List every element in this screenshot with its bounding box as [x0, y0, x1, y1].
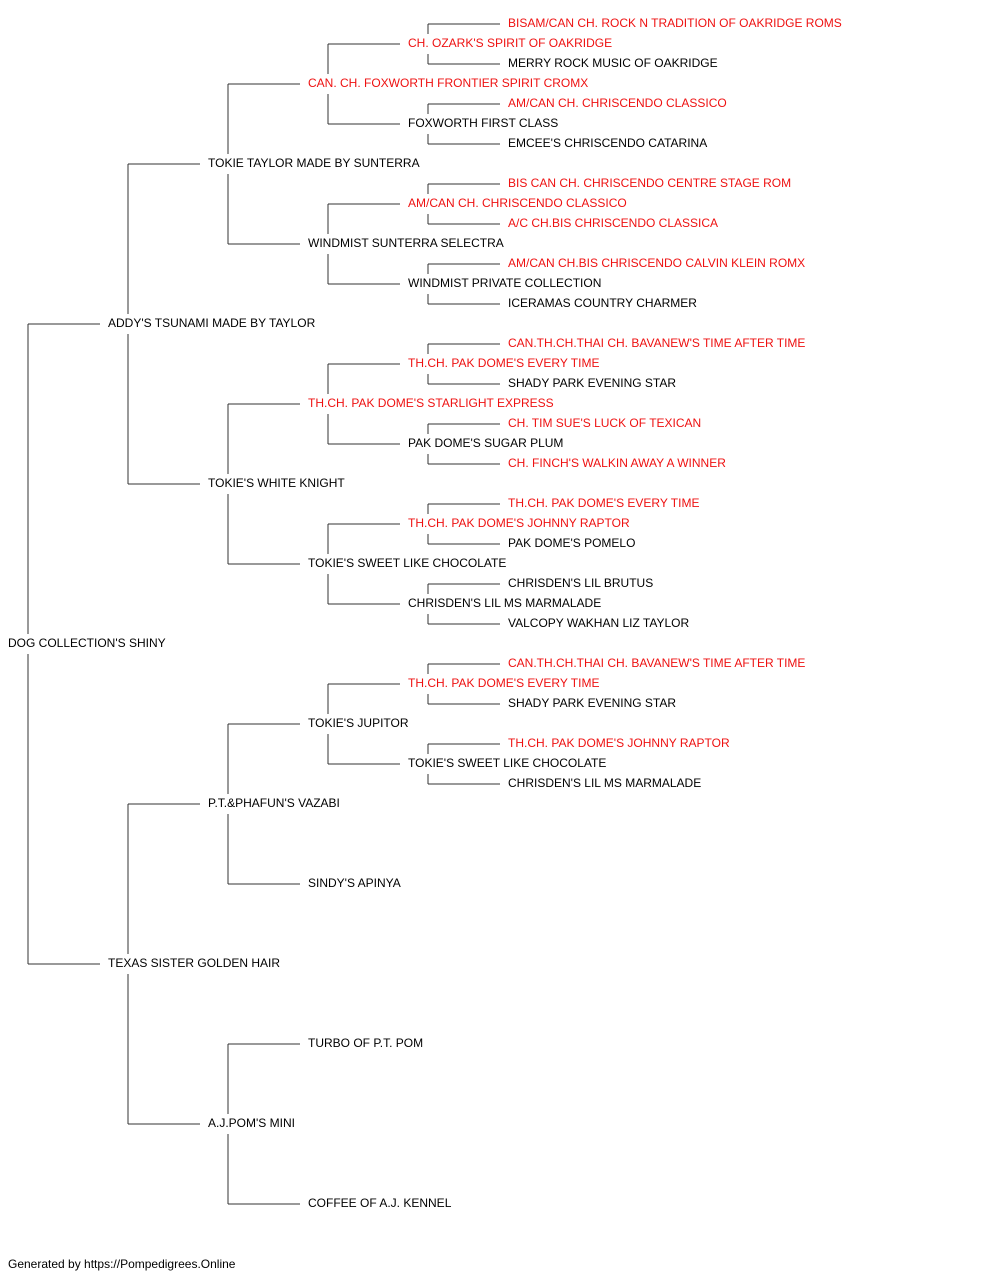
sire-tokie-taylor-made-by-sunterra: TOKIE TAYLOR MADE BY SUNTERRA — [208, 156, 420, 170]
sire-can-th-ch-thai-ch-bavanew-s-time-after-time: CAN.TH.CH.THAI CH. BAVANEW'S TIME AFTER … — [508, 336, 805, 350]
dam-a-c-ch-bis-chriscendo-classica: A/C CH.BIS CHRISCENDO CLASSICA — [508, 216, 718, 230]
dam-shady-park-evening-star: SHADY PARK EVENING STAR — [508, 696, 676, 710]
dog-dog-collection-s-shiny: DOG COLLECTION'S SHINY — [8, 636, 166, 650]
dam-emcee-s-chriscendo-catarina: EMCEE'S CHRISCENDO CATARINA — [508, 136, 707, 150]
dam-ch-finch-s-walkin-away-a-winner: CH. FINCH'S WALKIN AWAY A WINNER — [508, 456, 726, 470]
dam-pak-dome-s-pomelo: PAK DOME'S POMELO — [508, 536, 635, 550]
dam-merry-rock-music-of-oakridge: MERRY ROCK MUSIC OF OAKRIDGE — [508, 56, 718, 70]
dam-tokie-s-sweet-like-chocolate: TOKIE'S SWEET LIKE CHOCOLATE — [308, 556, 506, 570]
sire-am-can-ch-chriscendo-classico: AM/CAN CH. CHRISCENDO CLASSICO — [408, 196, 627, 210]
sire-th-ch-pak-dome-s-johnny-raptor: TH.CH. PAK DOME'S JOHNNY RAPTOR — [408, 516, 630, 530]
sire-th-ch-pak-dome-s-every-time: TH.CH. PAK DOME'S EVERY TIME — [408, 676, 599, 690]
dam-foxworth-first-class: FOXWORTH FIRST CLASS — [408, 116, 558, 130]
dam-texas-sister-golden-hair: TEXAS SISTER GOLDEN HAIR — [108, 956, 280, 970]
dam-sindy-s-apinya: SINDY'S APINYA — [308, 876, 401, 890]
dam-tokie-s-white-knight: TOKIE'S WHITE KNIGHT — [208, 476, 345, 490]
dam-chrisden-s-lil-ms-marmalade: CHRISDEN'S LIL MS MARMALADE — [408, 596, 601, 610]
sire-ch-ozark-s-spirit-of-oakridge: CH. OZARK'S SPIRIT OF OAKRIDGE — [408, 36, 612, 50]
dam-windmist-private-collection: WINDMIST PRIVATE COLLECTION — [408, 276, 601, 290]
sire-bisam-can-ch-rock-n-tradition-of-oakridge-roms: BISAM/CAN CH. ROCK N TRADITION OF OAKRID… — [508, 16, 842, 30]
sire-p-t-phafun-s-vazabi: P.T.&PHAFUN'S VAZABI — [208, 796, 340, 810]
dam-tokie-s-sweet-like-chocolate: TOKIE'S SWEET LIKE CHOCOLATE — [408, 756, 606, 770]
dam-chrisden-s-lil-ms-marmalade: CHRISDEN'S LIL MS MARMALADE — [508, 776, 701, 790]
dam-iceramas-country-charmer: ICERAMAS COUNTRY CHARMER — [508, 296, 697, 310]
sire-th-ch-pak-dome-s-johnny-raptor: TH.CH. PAK DOME'S JOHNNY RAPTOR — [508, 736, 730, 750]
dam-a-j-pom-s-mini: A.J.POM'S MINI — [208, 1116, 295, 1130]
sire-bis-can-ch-chriscendo-centre-stage-rom: BIS CAN CH. CHRISCENDO CENTRE STAGE ROM — [508, 176, 791, 190]
dam-coffee-of-a-j-kennel: COFFEE OF A.J. KENNEL — [308, 1196, 452, 1210]
sire-turbo-of-p-t-pom: TURBO OF P.T. POM — [308, 1036, 423, 1050]
sire-chrisden-s-lil-brutus: CHRISDEN'S LIL BRUTUS — [508, 576, 653, 590]
sire-can-th-ch-thai-ch-bavanew-s-time-after-time: CAN.TH.CH.THAI CH. BAVANEW'S TIME AFTER … — [508, 656, 805, 670]
sire-th-ch-pak-dome-s-every-time: TH.CH. PAK DOME'S EVERY TIME — [508, 496, 699, 510]
sire-ch-tim-sue-s-luck-of-texican: CH. TIM SUE'S LUCK OF TEXICAN — [508, 416, 701, 430]
sire-th-ch-pak-dome-s-every-time: TH.CH. PAK DOME'S EVERY TIME — [408, 356, 599, 370]
dam-pak-dome-s-sugar-plum: PAK DOME'S SUGAR PLUM — [408, 436, 563, 450]
sire-am-can-ch-bis-chriscendo-calvin-klein-romx: AM/CAN CH.BIS CHRISCENDO CALVIN KLEIN RO… — [508, 256, 805, 270]
dam-windmist-sunterra-selectra: WINDMIST SUNTERRA SELECTRA — [308, 236, 504, 250]
dam-shady-park-evening-star: SHADY PARK EVENING STAR — [508, 376, 676, 390]
sire-th-ch-pak-dome-s-starlight-express: TH.CH. PAK DOME'S STARLIGHT EXPRESS — [308, 396, 554, 410]
footer-credit: Generated by https://Pompedigrees.Online — [8, 1257, 236, 1271]
dam-valcopy-wakhan-liz-taylor: VALCOPY WAKHAN LIZ TAYLOR — [508, 616, 689, 630]
sire-tokie-s-jupitor: TOKIE'S JUPITOR — [308, 716, 409, 730]
sire-addy-s-tsunami-made-by-taylor: ADDY'S TSUNAMI MADE BY TAYLOR — [108, 316, 316, 330]
sire-can-ch-foxworth-frontier-spirit-cromx: CAN. CH. FOXWORTH FRONTIER SPIRIT CROMX — [308, 76, 588, 90]
sire-am-can-ch-chriscendo-classico: AM/CAN CH. CHRISCENDO CLASSICO — [508, 96, 727, 110]
